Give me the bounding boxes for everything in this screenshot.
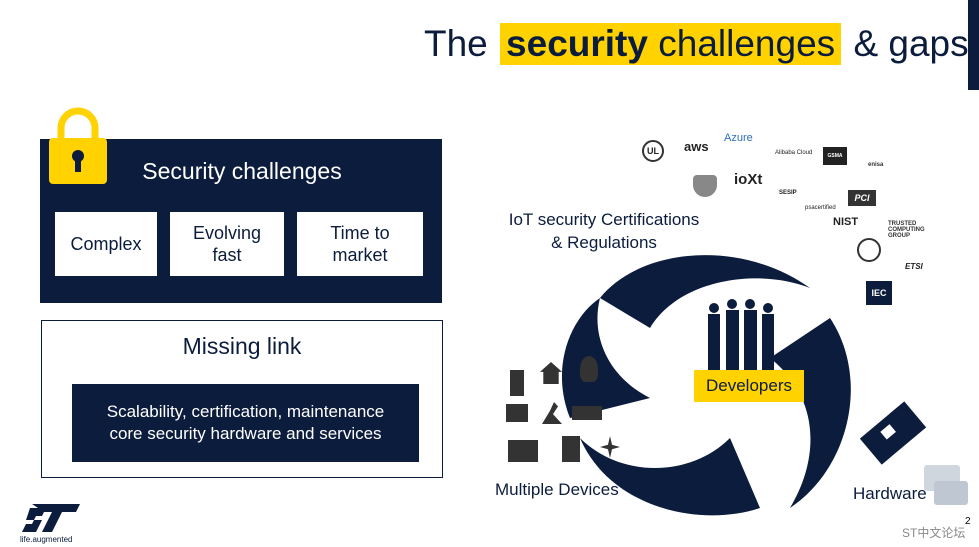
robot-arm-icon: [542, 402, 562, 424]
people-icon: [708, 299, 774, 374]
ioxt-logo: ioXt: [734, 171, 763, 188]
ul-logo: UL: [642, 140, 664, 162]
thermostat-icon: [508, 440, 538, 462]
title-bold: security: [506, 23, 648, 64]
bulb-icon: [580, 356, 598, 382]
gsma-logo: GSMA: [823, 147, 847, 165]
alibaba-cloud-logo: Alibaba Cloud: [775, 150, 813, 156]
title-pre: The: [424, 23, 488, 64]
title-mid: challenges: [658, 23, 836, 64]
lock-icon: [49, 107, 107, 184]
etsi-logo: ETSI: [905, 262, 923, 271]
st-logo: [22, 504, 80, 532]
shield-icon: [693, 175, 717, 197]
title-highlight: security challenges: [500, 23, 842, 65]
chat-bubble-icon: [924, 465, 968, 505]
router-icon: [572, 406, 602, 420]
enisa-logo: enisa: [868, 162, 884, 168]
challenge-label: Complex: [70, 234, 142, 254]
iot-certifications-label: IoT security Certifications& Regulations: [508, 210, 700, 252]
security-challenges-heading: Security challenges: [142, 158, 342, 184]
printer-icon: [506, 404, 528, 422]
hardware-label: Hardware: [853, 484, 927, 503]
azure-logo: Azure: [724, 132, 753, 144]
aws-logo: aws: [684, 139, 709, 154]
globe-icon: [857, 238, 881, 262]
multiple-devices-label: Multiple Devices: [495, 480, 619, 499]
challenge-complex: Complex: [55, 212, 157, 276]
page-number: 2: [965, 516, 971, 527]
forum-watermark: ST中文论坛: [902, 526, 966, 540]
title-accent-bar: [968, 0, 979, 90]
logo-tagline: life.augmented: [20, 535, 73, 544]
meter-icon: [562, 436, 580, 462]
nist-logo: NIST: [833, 216, 859, 228]
developers-label: Developers: [694, 370, 804, 402]
swirl-graphic: [561, 255, 851, 516]
missing-link-heading: Missing link: [182, 333, 302, 359]
pci-logo: PCI: [848, 190, 876, 206]
iec-logo: IEC: [866, 281, 892, 305]
tcg-logo: TRUSTED COMPUTING GROUP: [888, 221, 925, 239]
slide-title: The security challenges & gaps: [424, 16, 969, 72]
title-post: & gaps: [853, 23, 969, 64]
circuit-board-icon: [859, 401, 927, 465]
home-icon: [540, 362, 562, 384]
fridge-icon: [510, 370, 524, 396]
psa-certified-logo: psacertified: [805, 205, 836, 211]
sesip-logo: SESIP: [779, 190, 797, 196]
